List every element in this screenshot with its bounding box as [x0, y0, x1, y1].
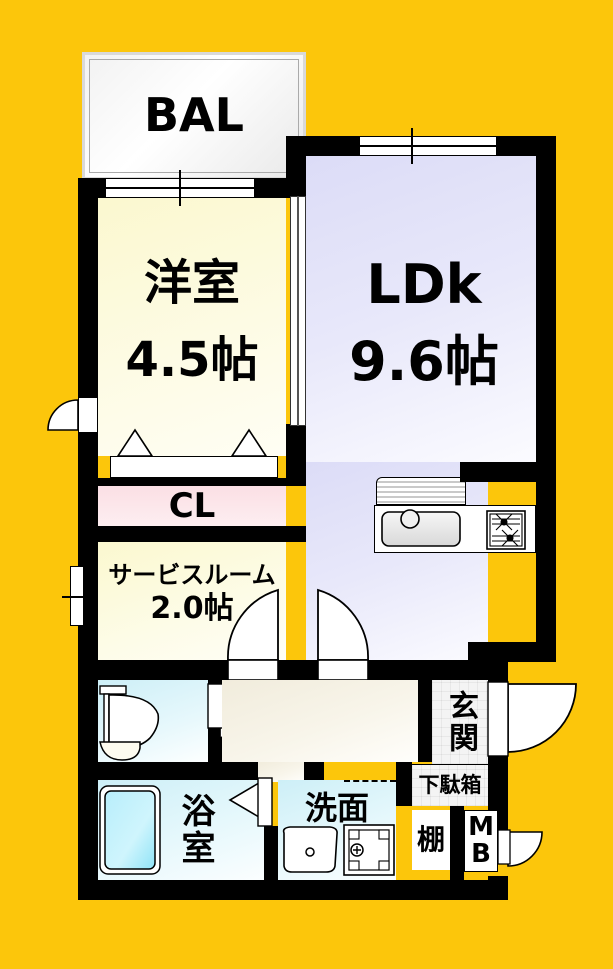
wall-hall-top-left — [78, 660, 228, 680]
wall-bath-top — [78, 762, 258, 780]
getabako-label: 下駄箱 — [418, 772, 482, 797]
bath-label: 浴室 — [160, 782, 230, 878]
bath-label-text: 浴室 — [175, 793, 215, 867]
room-genkan — [432, 680, 488, 764]
wall-bath-right — [264, 826, 278, 880]
ldk-window-mullion — [411, 128, 413, 164]
room-bedroom — [98, 198, 286, 456]
bedroom-size-label: 4.5帖 — [125, 332, 259, 388]
mb-label-char: B — [471, 839, 491, 869]
balcony-inner-edge — [89, 59, 299, 173]
washroom-counter-dashline — [344, 780, 396, 782]
balcony-label: BAL — [144, 88, 244, 142]
wall-hall-genkan — [418, 680, 432, 762]
closet-label: CL — [168, 486, 216, 526]
bedroom-name-label: 洋室 — [143, 255, 240, 311]
wall-wash-top — [304, 762, 324, 780]
wall-hall-top-right — [368, 660, 508, 680]
ldk-window-pane-line — [360, 145, 496, 147]
genkan-label: 玄関 — [432, 682, 488, 762]
window-mullion — [179, 170, 181, 206]
ldk-size-label: 9.6帖 — [349, 330, 499, 393]
wall-top-bedroom — [78, 178, 106, 198]
ldk-name-label: LDk — [366, 253, 482, 316]
wall-left-upper — [78, 178, 98, 398]
wall-kitchen-right — [460, 462, 556, 482]
wall-left-lower — [78, 672, 98, 900]
room-hall — [222, 680, 418, 762]
range-hood — [376, 477, 466, 505]
wall-right-ldk — [536, 136, 556, 466]
wall-ldk-bottom-right — [468, 642, 556, 662]
wall-bottom — [78, 880, 508, 900]
genkan-label-text: 玄関 — [443, 690, 478, 754]
room-hall-lower — [258, 762, 304, 782]
wall-tana-right — [450, 806, 464, 880]
room-ldk — [306, 156, 536, 462]
room-mb — [464, 810, 498, 872]
wall-bedroom-ldk-bot — [286, 424, 306, 480]
wall-bedroom-ldk-top — [286, 136, 306, 198]
washroom-label: 洗面 — [304, 789, 369, 827]
tana-label: 棚 — [416, 823, 445, 856]
wall-getabako-left — [396, 762, 412, 806]
mb-label-char: M — [468, 811, 494, 842]
room-balcony — [82, 52, 306, 180]
room-getabako — [412, 764, 488, 806]
wall-right-ldk-2 — [536, 462, 556, 662]
service-window-mullion — [62, 596, 92, 598]
wall-cl-bottom — [78, 526, 306, 542]
sliding-door-rail — [297, 196, 299, 426]
wall-hall-top-mid — [278, 660, 318, 680]
closet-folding-door-panel[interactable] — [110, 456, 278, 478]
room-tana — [412, 810, 450, 870]
room-closet — [98, 486, 286, 526]
wall-cl-top — [78, 478, 306, 486]
service-size-label: 2.0帖 — [150, 591, 234, 626]
service-name-label: サービスルーム — [108, 561, 276, 589]
